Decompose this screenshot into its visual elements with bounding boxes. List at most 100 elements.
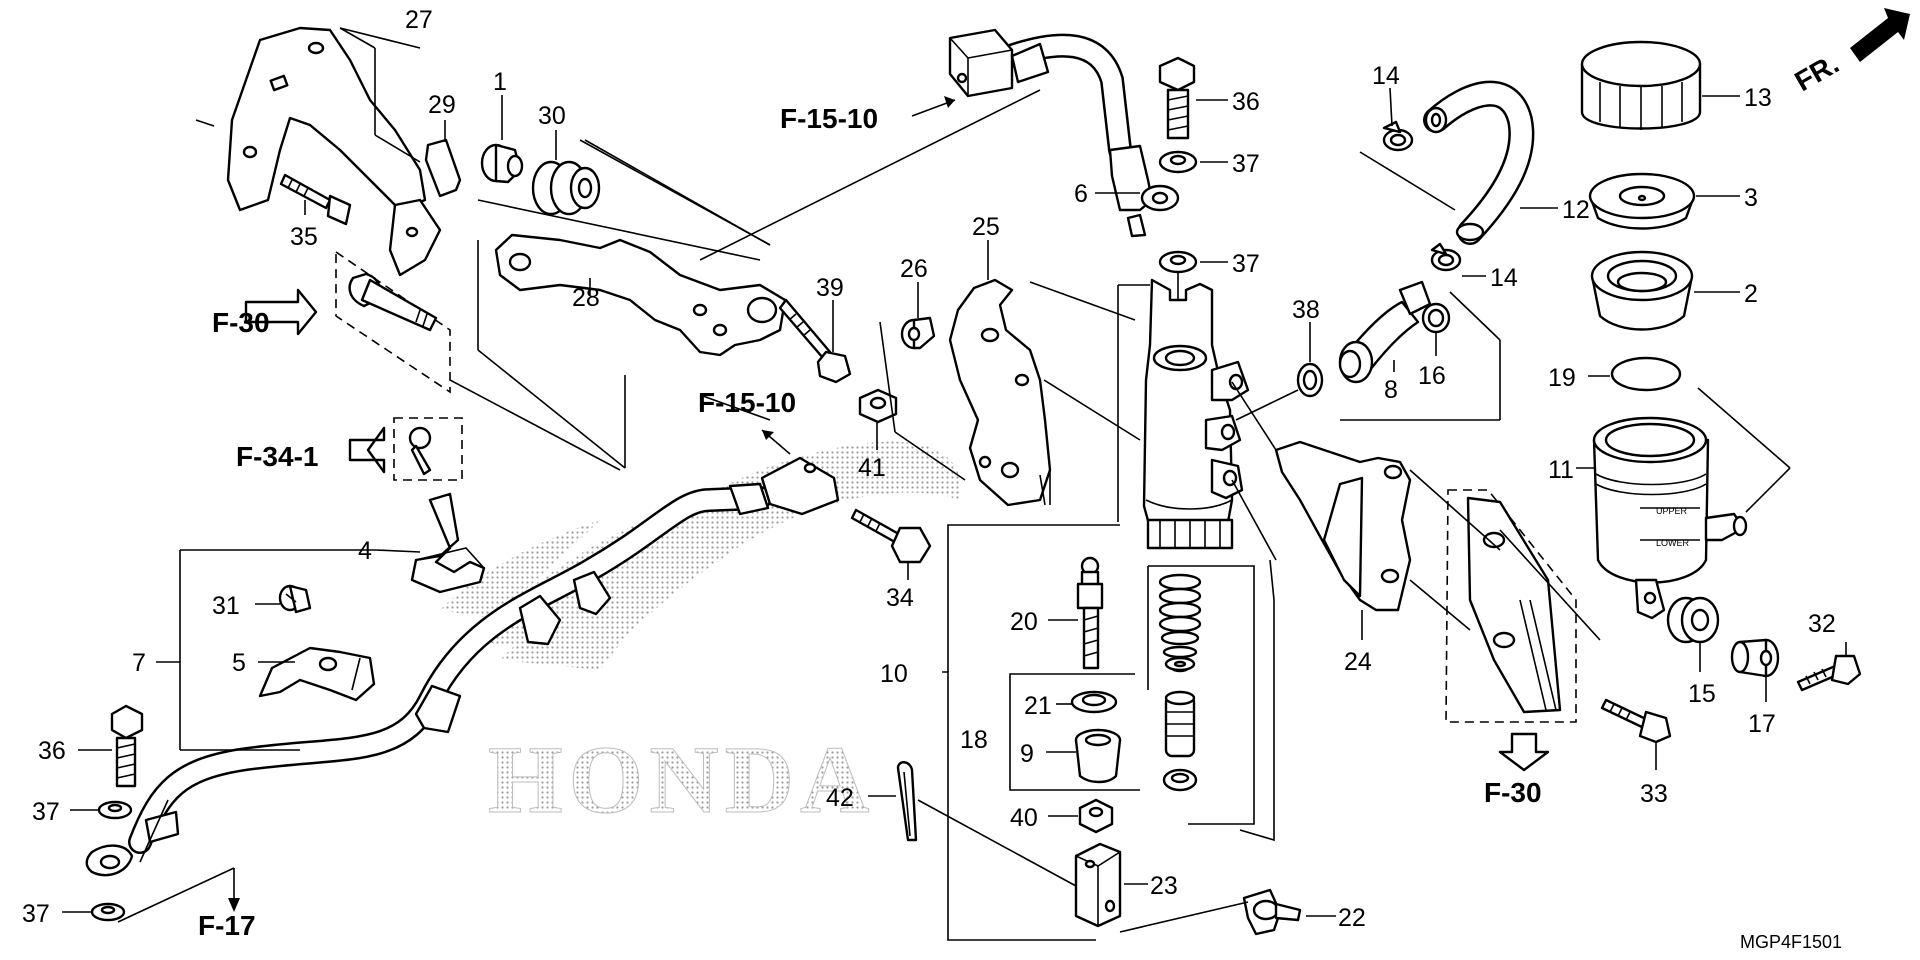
hose-joint-block xyxy=(948,28,1014,98)
callout-12: 12 xyxy=(1562,196,1590,224)
part-7-lower-hose xyxy=(85,456,840,877)
part-29-clip xyxy=(424,138,462,198)
f15-10-mid-reference: F-15-10 xyxy=(698,387,796,455)
master-cylinder-body xyxy=(1142,278,1250,550)
arrowhead-icon xyxy=(762,430,774,440)
ref-f34-1: F-34-1 xyxy=(236,441,318,472)
callout-36-lower: 36 xyxy=(38,737,66,765)
part-27-bracket xyxy=(226,26,442,277)
callout-22: 22 xyxy=(1338,904,1366,932)
upper-mark: UPPER xyxy=(1656,506,1688,516)
part-32-bolt xyxy=(1796,654,1862,692)
part-38-o-ring xyxy=(1296,362,1324,398)
callout-25: 25 xyxy=(972,213,1000,241)
part-26-collar xyxy=(900,316,936,350)
callout-31: 31 xyxy=(212,592,240,620)
callout-41: 41 xyxy=(858,454,886,482)
part-13-reservoir-cap xyxy=(1580,40,1702,130)
callout-29: 29 xyxy=(428,91,456,119)
part-15-grommet xyxy=(1666,596,1720,644)
callout-1: 1 xyxy=(493,68,507,96)
f34-1-arrow-icon xyxy=(348,426,386,474)
ref-f30-right: F-30 xyxy=(1484,777,1542,808)
callout-21: 21 xyxy=(1024,692,1052,720)
part-16-clip xyxy=(1421,302,1451,334)
part-37-washer-top xyxy=(1158,150,1198,174)
arrowhead-icon xyxy=(228,898,240,912)
part-36-banjo-bolt xyxy=(1158,56,1196,140)
part-37-washer-lower xyxy=(97,800,133,820)
f30-left-arrow-icon xyxy=(244,288,318,336)
ref-f15-10-mid: F-15-10 xyxy=(698,387,796,418)
callout-5: 5 xyxy=(232,649,246,677)
part-39-bolt xyxy=(778,298,852,384)
part-5-clamp xyxy=(258,646,376,702)
part-24-bracket xyxy=(1274,440,1412,612)
part-6-upper-hose xyxy=(948,28,1180,238)
honda-watermark-text: HONDA xyxy=(488,726,875,833)
part-8-hose-joint xyxy=(1338,280,1432,384)
callout-26: 26 xyxy=(900,255,928,283)
part-30-grommet xyxy=(531,160,601,216)
part-25-bracket xyxy=(948,278,1052,507)
part-12-reservoir-hose xyxy=(1423,80,1535,245)
callout-33: 33 xyxy=(1640,780,1668,808)
callout-2: 2 xyxy=(1744,280,1758,308)
callout-27: 27 xyxy=(405,6,433,34)
f15-10-top-reference: F-15-10 xyxy=(780,96,956,134)
part-22-joint-pin xyxy=(1242,888,1302,936)
callout-30: 30 xyxy=(538,102,566,130)
callout-3: 3 xyxy=(1744,184,1758,212)
part-41-nut xyxy=(858,388,898,424)
part-42-cotter-pin xyxy=(896,761,918,842)
part-14-hose-clip-lower xyxy=(1430,242,1462,272)
part-36-banjo-bolt-lower xyxy=(110,704,144,788)
arrowhead-icon xyxy=(944,96,955,108)
internal-spring-piston-set xyxy=(1158,573,1202,792)
callout-9: 9 xyxy=(1020,740,1034,768)
callout-10: 10 xyxy=(880,660,908,688)
callout-34: 34 xyxy=(886,584,914,612)
callout-4: 4 xyxy=(358,537,372,565)
f30-right-arrow-icon xyxy=(1498,732,1550,772)
callout-40: 40 xyxy=(1010,804,1038,832)
callout-16: 16 xyxy=(1418,362,1446,390)
part-1-collar xyxy=(480,143,524,184)
callout-15: 15 xyxy=(1688,680,1716,708)
part-9-boot xyxy=(1074,728,1122,784)
front-label: FR. xyxy=(1790,48,1845,97)
ref-f15-10-top: F-15-10 xyxy=(780,103,878,134)
part-40-nut xyxy=(1078,798,1114,834)
hose-joint-block xyxy=(760,456,840,516)
callout-11: 11 xyxy=(1548,456,1574,484)
part-19-float xyxy=(1610,356,1682,392)
part-11-reservoir: UPPER LOWER xyxy=(1592,416,1748,620)
callout-28: 28 xyxy=(572,284,600,312)
part-2-diaphragm xyxy=(1590,250,1694,331)
callout-18: 18 xyxy=(960,726,988,754)
f30-left-reference: F-30 xyxy=(212,250,451,394)
callout-37-second: 37 xyxy=(1232,250,1260,278)
lower-mark: LOWER xyxy=(1656,538,1690,548)
callout-20: 20 xyxy=(1010,608,1038,636)
ref-f17: F-17 xyxy=(198,910,256,941)
part-23-clevis xyxy=(1074,842,1122,928)
part-21-circlip xyxy=(1070,690,1118,714)
callout-23: 23 xyxy=(1150,872,1178,900)
part-37-washer-second xyxy=(1158,250,1198,274)
f30-right-reference: F-30 xyxy=(1445,489,1577,808)
callout-7: 7 xyxy=(132,649,146,677)
part-34-bolt xyxy=(850,508,932,564)
callout-38: 38 xyxy=(1292,296,1320,324)
front-direction-indicator: FR. xyxy=(1790,8,1910,97)
part-3-set-plate xyxy=(1588,172,1696,230)
callout-37-bottom: 37 xyxy=(22,900,50,928)
f17-reference: F-17 xyxy=(117,867,256,941)
callout-14-lower: 14 xyxy=(1490,264,1518,292)
part-28-bracket xyxy=(494,233,787,357)
callout-37-lower: 37 xyxy=(32,798,60,826)
diagram-code: MGP4F1501 xyxy=(1740,932,1842,952)
front-arrow-icon xyxy=(1850,8,1910,62)
